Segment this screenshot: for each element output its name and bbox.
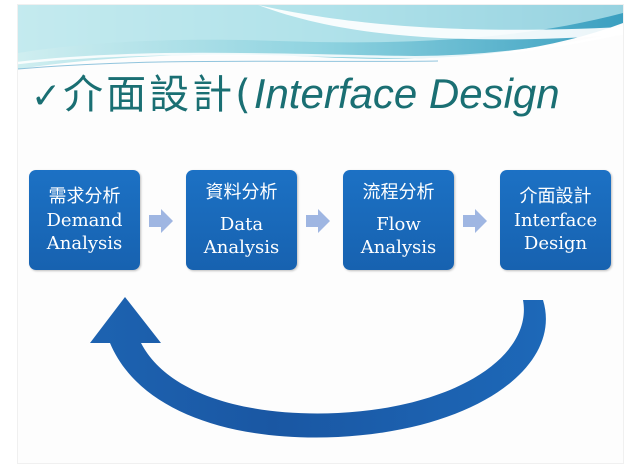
right-arrow-icon	[149, 209, 173, 233]
step-english-line1: Data	[219, 214, 264, 235]
step-english-line2: Design	[523, 233, 588, 254]
step-box-interface-design: 介面設計 Interface Design	[500, 170, 611, 270]
header-wave-decoration	[18, 5, 623, 70]
title-chinese: 介面設計(	[63, 72, 254, 118]
right-arrow-icon	[463, 209, 487, 233]
step-english-line1: Demand	[46, 210, 123, 231]
step-chinese-label: 需求分析	[48, 186, 121, 207]
step-english-line2: Analysis	[46, 233, 123, 254]
step-chinese-label: 介面設計	[519, 186, 592, 207]
step-english-line2: Analysis	[360, 237, 437, 258]
step-box-data-analysis: 資料分析 Data Analysis	[186, 170, 297, 270]
step-english-line1: Flow	[376, 214, 421, 235]
step-box-flow-analysis: 流程分析 Flow Analysis	[343, 170, 454, 270]
title-english: Interface Design	[253, 70, 560, 117]
slide: ✓介面設計(Interface Design 需求分析 Demand Analy…	[18, 5, 623, 463]
step-box-demand-analysis: 需求分析 Demand Analysis	[29, 170, 140, 270]
step-english-line2: Analysis	[203, 237, 280, 258]
check-icon: ✓	[31, 76, 62, 117]
feedback-cycle-arrow-icon	[90, 297, 546, 438]
right-arrow-icon	[306, 209, 330, 233]
step-chinese-label: 資料分析	[205, 182, 278, 203]
step-english-line1: Interface	[513, 210, 598, 231]
step-chinese-label: 流程分析	[362, 182, 435, 203]
slide-title: ✓介面設計(Interface Design	[31, 67, 623, 124]
